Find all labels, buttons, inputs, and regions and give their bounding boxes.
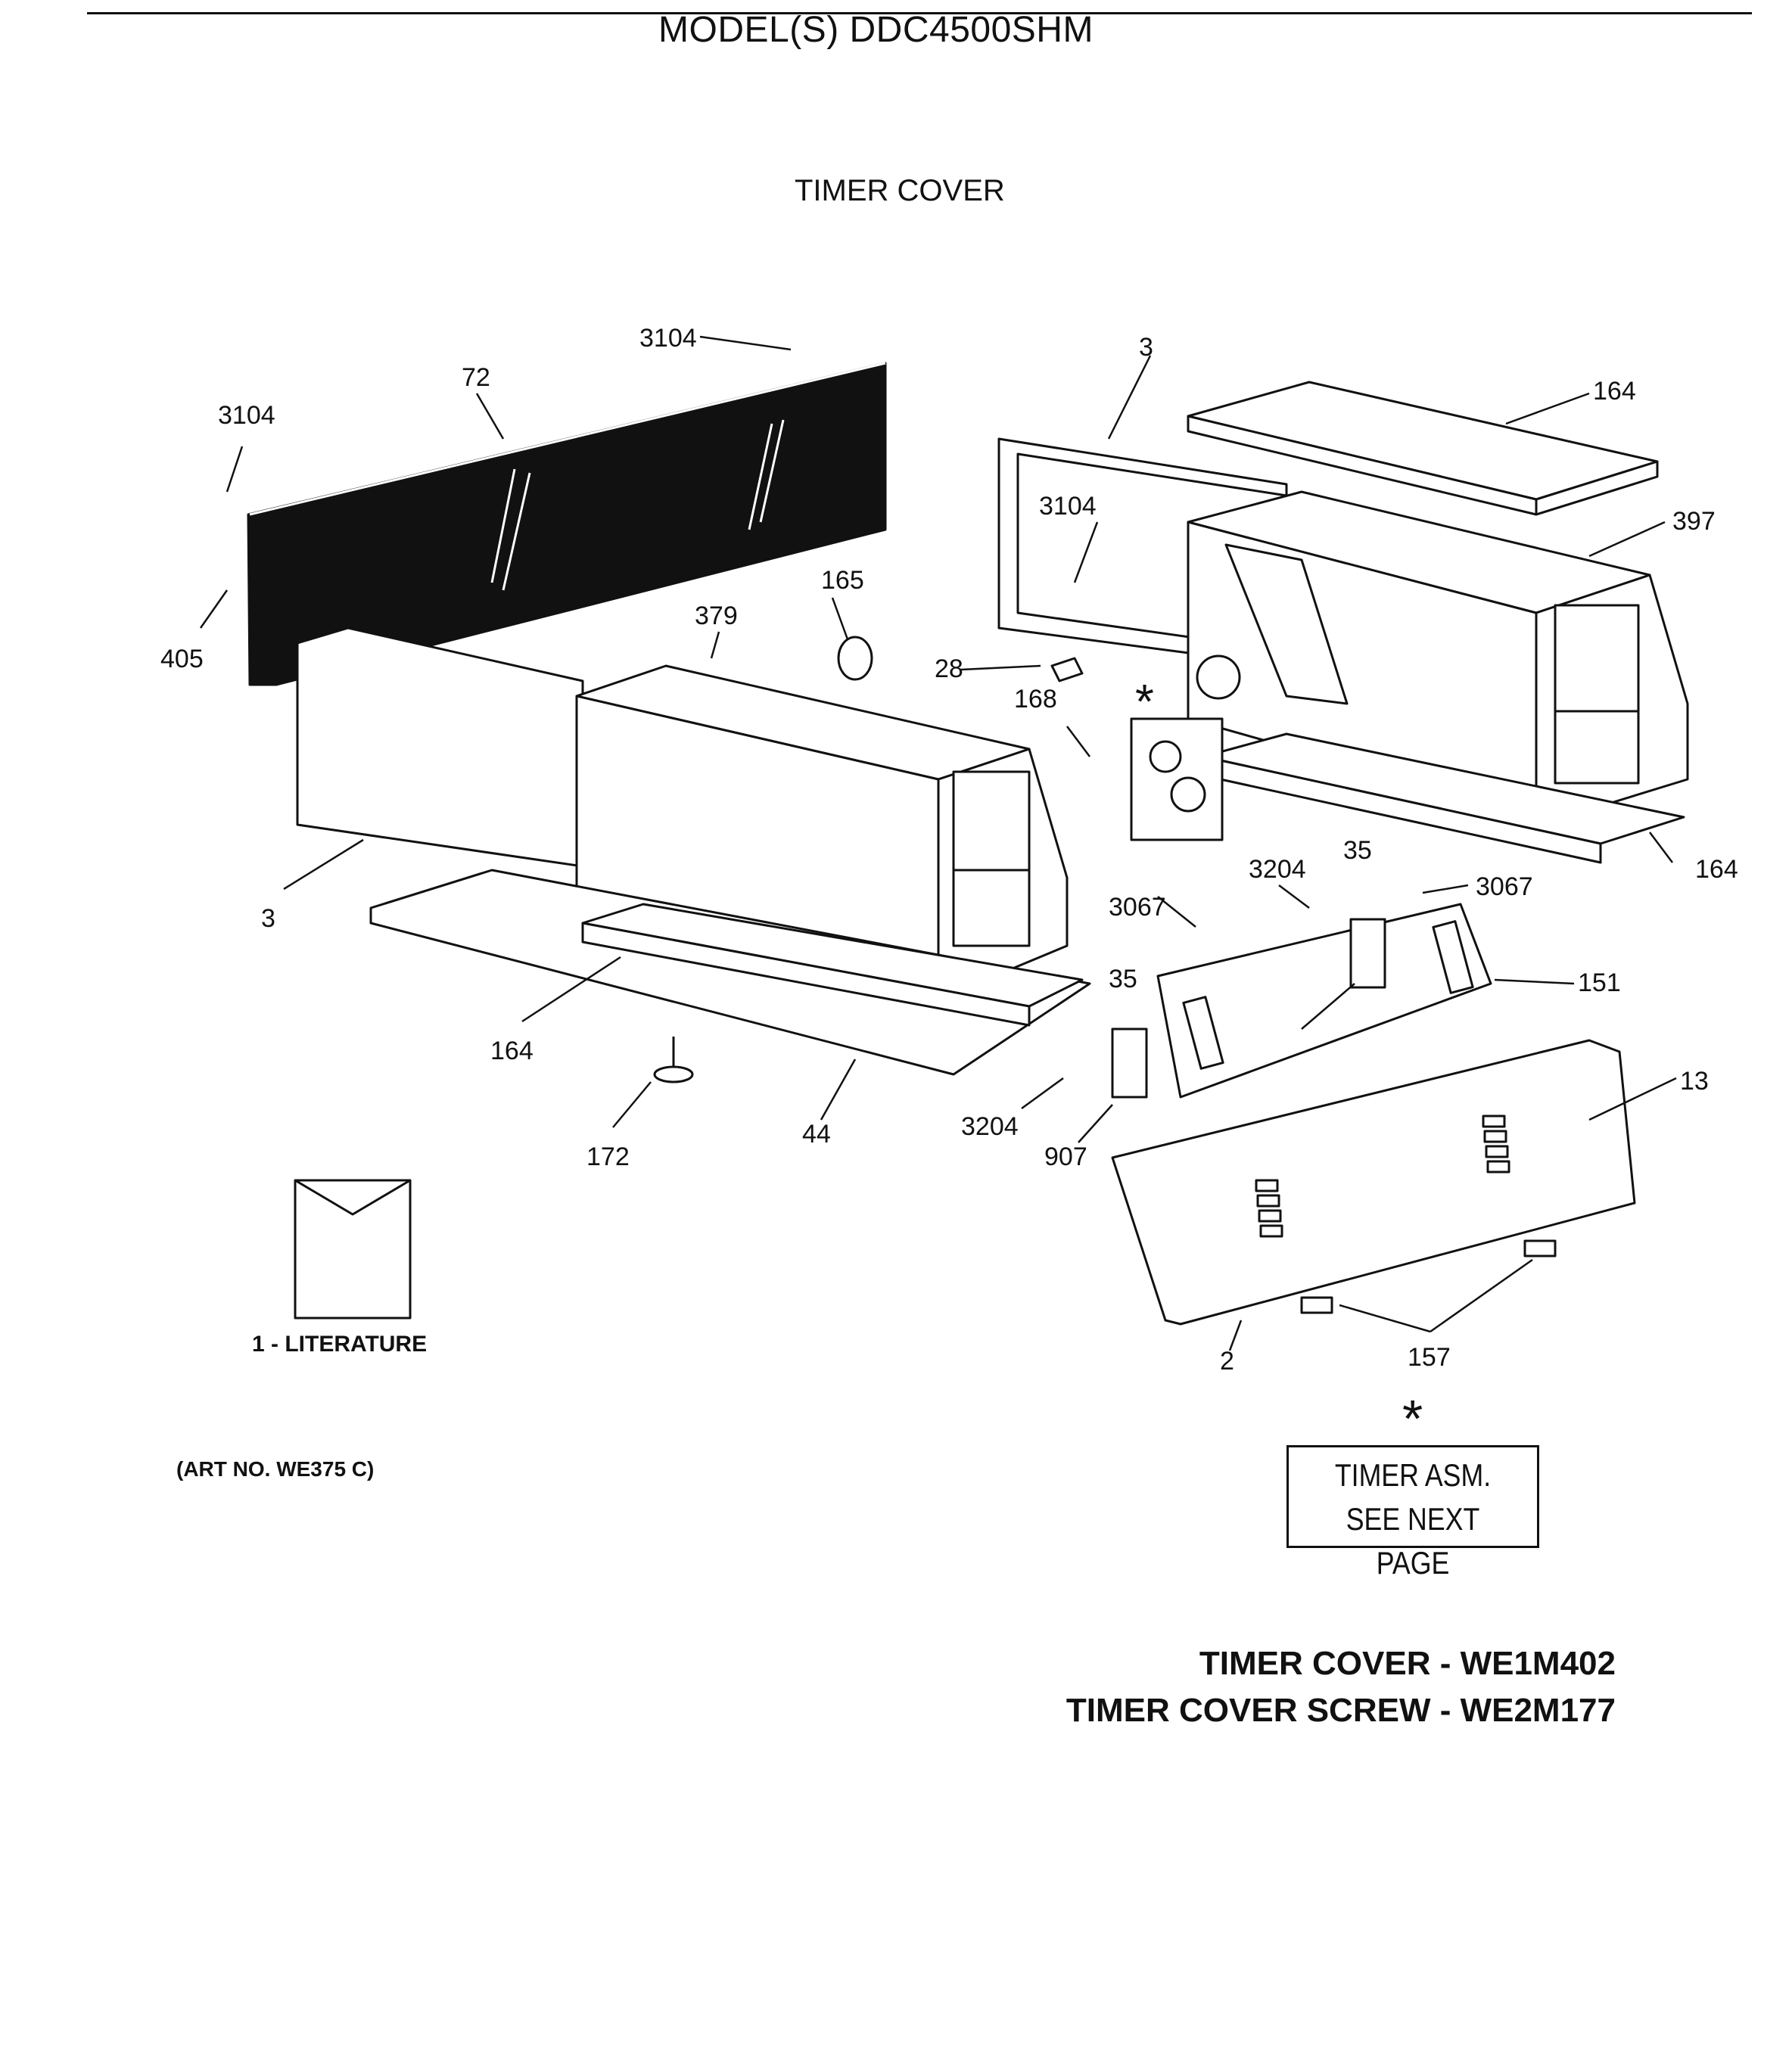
part-timer-cover: TIMER COVER - WE1M402 xyxy=(1199,1645,1616,1682)
callout-3-top: 3 xyxy=(1139,333,1153,362)
section-title: TIMER COVER xyxy=(795,174,1005,207)
callout-164-top: 164 xyxy=(1593,377,1636,406)
frame-3-left xyxy=(296,626,584,868)
part-numbers: TIMER COVER - WE1M402 TIMER COVER SCREW … xyxy=(1066,1640,1616,1734)
callout-72: 72 xyxy=(462,363,490,392)
callout-405: 405 xyxy=(160,645,204,673)
clip-157-a xyxy=(1300,1296,1333,1314)
callout-3104-mid: 3104 xyxy=(1039,492,1097,521)
note-star: * xyxy=(1402,1389,1423,1448)
timer-assembly xyxy=(1130,717,1224,841)
base-44 xyxy=(369,869,1091,1076)
callout-164-left: 164 xyxy=(490,1037,534,1065)
callout-44: 44 xyxy=(802,1120,831,1149)
callout-3204-right: 3204 xyxy=(1249,855,1306,884)
switch-35-left xyxy=(1111,1027,1148,1099)
front-panel-13 xyxy=(1111,1039,1636,1326)
callout-3104-top: 3104 xyxy=(639,324,697,353)
note-line-1: TIMER ASM. xyxy=(1334,1457,1492,1493)
top-rule xyxy=(87,12,1752,14)
note-line-2: SEE NEXT PAGE xyxy=(1346,1501,1480,1581)
callout-35-left: 35 xyxy=(1109,965,1137,993)
literature-envelope xyxy=(294,1179,412,1320)
callout-13: 13 xyxy=(1680,1067,1709,1096)
clip-157-b xyxy=(1523,1239,1557,1257)
literature-label: 1 - LITERATURE xyxy=(252,1332,428,1357)
callout-164-right: 164 xyxy=(1695,855,1738,884)
callout-397: 397 xyxy=(1672,507,1716,536)
callout-151: 151 xyxy=(1578,968,1621,997)
callout-3104-left: 3104 xyxy=(218,401,275,430)
callout-168: 168 xyxy=(1014,685,1057,713)
callout-165: 165 xyxy=(821,566,864,595)
callout-172: 172 xyxy=(586,1142,630,1171)
part-timer-cover-screw: TIMER COVER SCREW - WE2M177 xyxy=(1066,1692,1616,1729)
callout-35-right: 35 xyxy=(1343,836,1372,865)
callout-3067-right: 3067 xyxy=(1476,872,1533,901)
switch-35-right xyxy=(1349,918,1386,989)
callout-907: 907 xyxy=(1044,1142,1087,1171)
art-number: (ART NO. WE375 C) xyxy=(176,1457,375,1481)
foot-172 xyxy=(653,1065,694,1083)
callout-2: 2 xyxy=(1220,1347,1234,1376)
callout-3204-left: 3204 xyxy=(961,1112,1019,1141)
callout-379: 379 xyxy=(695,602,738,630)
timer-asm-note: TIMER ASM. SEE NEXT PAGE xyxy=(1286,1445,1539,1581)
clip-28 xyxy=(1050,657,1084,682)
callout-3-left: 3 xyxy=(261,904,275,933)
callout-3067-left: 3067 xyxy=(1109,893,1166,922)
model-title: MODEL(S) DDC4500SHM xyxy=(658,10,1094,50)
callout-28: 28 xyxy=(935,654,963,683)
callout-157: 157 xyxy=(1408,1343,1451,1372)
timer-asm-star: * xyxy=(1135,674,1154,729)
grommet-165 xyxy=(837,636,873,681)
